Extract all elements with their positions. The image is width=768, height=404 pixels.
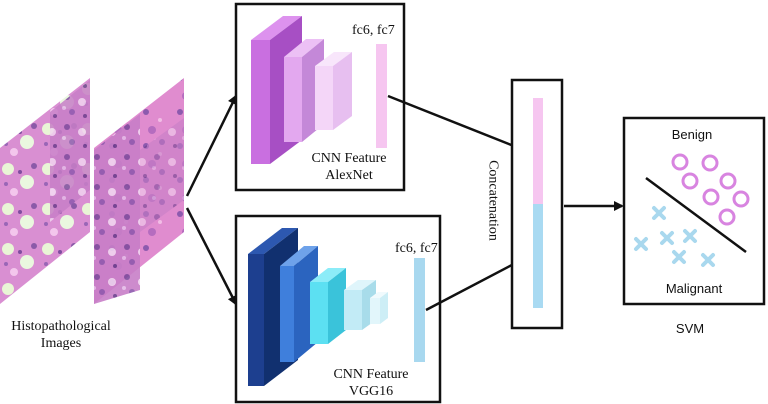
cross-marker-icon [634, 237, 648, 251]
circle-marker-icon [681, 172, 699, 190]
histopathological-images-label: Histopathological Images [0, 318, 122, 352]
alexnet-caption-line2: AlexNet [325, 168, 373, 183]
alexnet-caption: CNN Feature AlexNet [304, 150, 394, 184]
cross-marker-icon [683, 229, 697, 243]
concatenation-label: Concatenation [485, 160, 501, 241]
cross-marker-icon [701, 253, 715, 267]
circle-marker-icon [671, 153, 689, 171]
svm-decision-boundary [645, 176, 747, 254]
concat-bottom-segment [533, 204, 543, 308]
arrow-icon [387, 94, 531, 154]
arrow-icon [185, 94, 238, 197]
vgg16-caption-line2: VGG16 [348, 384, 394, 399]
histology-tile-icon [0, 78, 90, 304]
vgg16-fc-bar [414, 258, 425, 362]
vgg16-layers [248, 228, 388, 386]
cross-marker-icon [660, 231, 674, 245]
cross-marker-icon [652, 206, 666, 220]
benign-label: Benign [671, 127, 713, 142]
svm-title: SVM [675, 321, 705, 336]
benign-markers [671, 153, 750, 226]
circle-marker-icon [702, 188, 720, 206]
svm-box [622, 116, 766, 306]
concat-top-segment [533, 98, 543, 204]
alexnet-fc-bar [376, 44, 387, 148]
input-label-line1: Histopathological [11, 319, 111, 334]
vgg16-fc-label: fc6, fc7 [395, 241, 438, 256]
circle-marker-icon [718, 208, 736, 226]
input-label-line2: Images [40, 336, 82, 351]
vgg16-caption: CNN Feature VGG16 [318, 366, 424, 400]
alexnet-fc-label: fc6, fc7 [352, 23, 395, 38]
circle-marker-icon [732, 190, 750, 208]
cross-marker-icon [672, 250, 686, 264]
arrow-icon [185, 207, 238, 306]
alexnet-layers [251, 16, 352, 164]
histology-tile-icon [94, 78, 184, 304]
circle-marker-icon [719, 172, 737, 190]
circle-marker-icon [701, 154, 719, 172]
malignant-label: Malignant [665, 281, 723, 296]
vgg16-caption-line1: CNN Feature [333, 367, 409, 382]
alexnet-caption-line1: CNN Feature [311, 151, 387, 166]
malignant-markers [634, 206, 715, 267]
